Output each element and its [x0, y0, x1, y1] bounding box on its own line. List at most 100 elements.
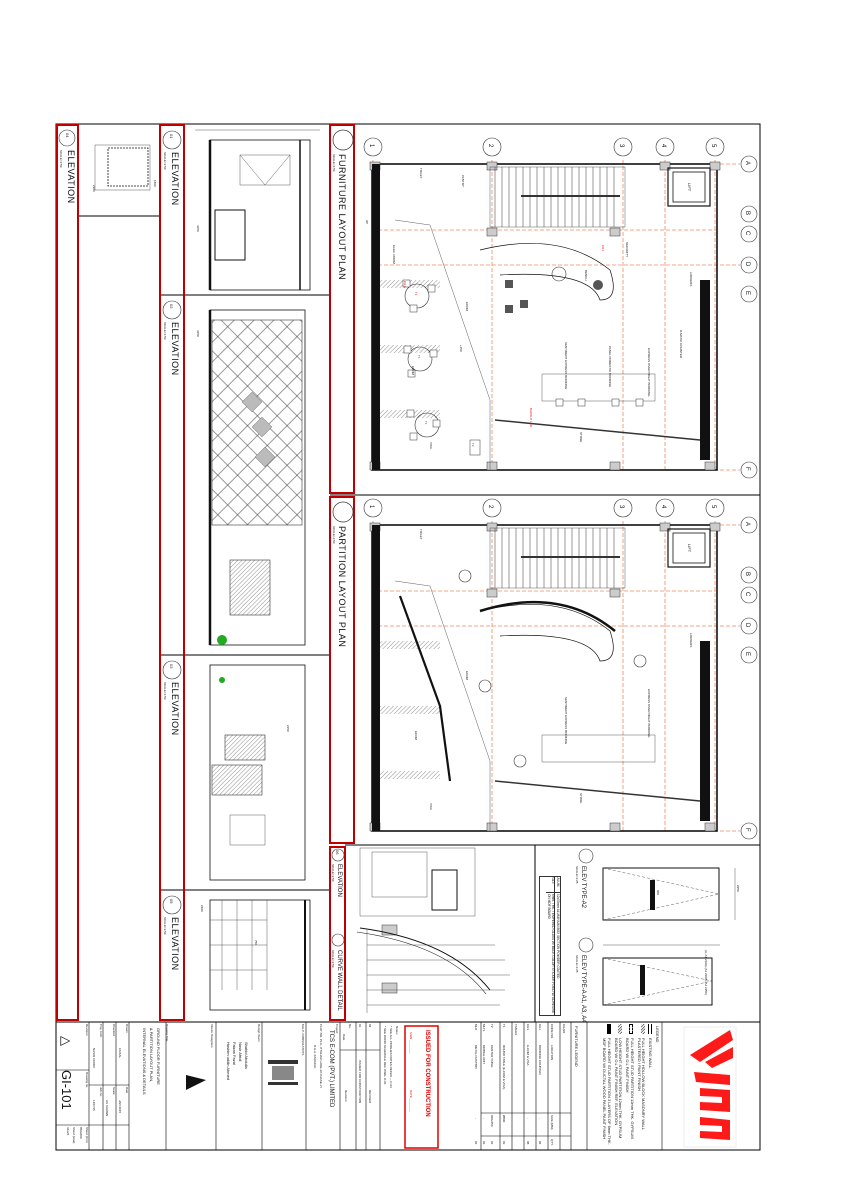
drawing-title: & PARTITION LAYOUT PLAN, — [149, 1028, 154, 1082]
cell: 08 — [526, 1141, 530, 1145]
elevation-05-scale: SCALE=1:50 — [163, 917, 167, 935]
partition-layout-plan: 1 2 3 4 5 A B C D E F TOILET LIFT ECOM E… — [363, 498, 758, 840]
cell: CENTER TABLE — [490, 1045, 494, 1067]
low-partition-swatch-icon — [618, 1024, 623, 1034]
cell: ROUND TABLE (E-COM & VISA) — [502, 1045, 506, 1089]
grid-letter: B — [744, 572, 750, 576]
cell: 06 — [538, 1141, 542, 1145]
furniture-plan-scale: SCALE=1:50 — [332, 154, 336, 172]
grid-number: 4 — [660, 505, 666, 509]
express-label: EXPRESS OVER NIGHT BOOKING — [647, 348, 651, 397]
store-label: STORE — [579, 793, 583, 803]
tag-ch1: CH1 — [601, 245, 605, 251]
sheet-size: 850x600 — [79, 1127, 83, 1139]
mep-consultant-logo — [268, 1060, 298, 1085]
cell: T2 — [490, 1024, 494, 1028]
legend-item-text: EXISTING WALL — [648, 1038, 653, 1069]
drawing-title: INTERNAL ELEVATIONS & DETAILS — [142, 1028, 147, 1095]
revision-no: 02 — [368, 1024, 372, 1028]
dmatic-label: D-MATIC COUNTER — [679, 330, 683, 359]
cell: MLD — [474, 1024, 478, 1031]
stud-partition-swatch-icon — [629, 1024, 634, 1034]
view-number: 06 — [335, 850, 340, 855]
room-label-lift: LIFT — [687, 544, 692, 553]
grid-letter: F — [744, 828, 750, 832]
field-label: Checked — [112, 1024, 116, 1036]
cell: MLT1 — [482, 1024, 486, 1032]
spec-desc: 6mm. THK. TEMPERED GLASS W/ BACK COLOR S… — [546, 894, 555, 1014]
elevation-01-scale: SCALE=1:50 — [163, 152, 167, 170]
spec-row: GL5 6mm. THK. TEMPERED GLASS W/ BACK COL… — [545, 877, 555, 1015]
stamp-sign: SIGN ________ — [409, 1032, 413, 1054]
dim-label: 1800 — [153, 180, 157, 187]
cell: E-COM & VISA — [526, 1045, 530, 1066]
spec-row: ALUM. 12x50mm ALUMINIUM BOX SECTION POWD… — [554, 877, 561, 1015]
cell: 03 — [482, 1141, 486, 1145]
cell: CH3 — [526, 1024, 530, 1030]
elev-type-a2-scale: SCALE=1:25 — [575, 866, 579, 884]
room-label-elec: ELEC. ROOM — [392, 245, 396, 264]
elevation-01-title: ELEVATION — [170, 152, 180, 206]
revision-text: REVISED — [368, 1090, 372, 1104]
panel-label: PANEL DOMESTIC BOOKING — [608, 346, 612, 388]
furniture-legend: FURNITURE LEGEND CHAIR CODE NO. LOCATION… — [474, 1024, 579, 1146]
revision-header: Date — [342, 1034, 346, 1041]
note-item: * SEE DOOR SCHEDULE REF. DWG. D-01 — [383, 1026, 387, 1085]
tables-header: TABLES — [514, 1024, 518, 1035]
grid-letter: F — [744, 467, 750, 471]
cell: BOOKING COUNTER — [538, 1045, 542, 1076]
grid-number: 1 — [368, 144, 374, 148]
elev-type-a-title: ELEV TYPE-A A1, A3, A4 — [580, 955, 586, 1023]
security-label: SECURITY — [625, 242, 629, 257]
revision-text: ISSUED FOR CONSTRUCTION — [358, 1060, 362, 1103]
project-name: TCS E-COM (PVT.) LIMITED — [328, 1030, 334, 1108]
curve-wall-detail — [356, 847, 510, 1013]
cell: 03 — [490, 1141, 494, 1145]
elevation-labels: 01 ELEVATION SCALE=1:50 02 ELEVATION SCA… — [58, 129, 182, 971]
grid-letter: A — [744, 161, 750, 165]
field-label: Scale — [112, 1087, 116, 1095]
dim-label: 600 — [656, 890, 660, 895]
mdf-partition-swatch-icon — [606, 1024, 611, 1034]
tag-t1: T1 — [414, 292, 418, 296]
legend-item: FULL HEIGHT STUD PARTITION 12mm THK. GYP… — [625, 1024, 635, 1148]
express-label: EXPRESS OVER NIGHT BOOKING — [647, 689, 651, 738]
notes-label: Notes: — [395, 1026, 399, 1035]
chair-header: CHAIR — [562, 1024, 566, 1034]
existing-wall-swatch-icon — [647, 1024, 652, 1034]
grid-number: 3 — [618, 505, 624, 509]
furniture-plan-title: FURNITURE LAYOUT PLAN — [337, 154, 347, 280]
elevation-04-scale: SCALE=1:50 — [59, 150, 63, 168]
sentiment-label: SENTIMENT EXPRESS BOOKING — [564, 342, 568, 390]
legend-item-text: FULL HEIGHT HOLLOW BLOCK MASONRY WALL PL… — [636, 1038, 647, 1130]
dim-label: 2400 — [200, 905, 204, 912]
grid-number: 2 — [487, 144, 493, 148]
curve-wall-scale: SCALE=1:50 — [331, 950, 335, 968]
lockers-label: LOCKERS — [689, 272, 693, 286]
date-value: JAN 2015 — [118, 1100, 122, 1114]
partition-plan-scale: SCALE=1:50 — [332, 526, 336, 544]
stamp-date: DATE ________ — [409, 1090, 413, 1112]
grid-letter: D — [744, 623, 750, 628]
cell: CH1 — [538, 1024, 542, 1030]
tag-ch3: CH3 — [403, 281, 407, 287]
curve-wall-title: CURVE WALL DETAIL — [336, 950, 342, 1011]
cell: Ø800 — [502, 1115, 506, 1123]
cell: - — [538, 1118, 542, 1119]
elevation-type-a2: 2250 600 ELEV TYPE-A2 SCALE=1:25 — [575, 848, 740, 921]
grid-letter: C — [744, 231, 750, 236]
cell: - — [482, 1118, 486, 1119]
room-label-toilet: TOILET — [419, 529, 423, 540]
label-strip-bottom — [56, 124, 79, 1021]
cell: 03 — [502, 1141, 506, 1145]
field-label: Proj. Arch. — [99, 1024, 103, 1038]
elevation-01: 4150 — [195, 129, 320, 291]
field-label: Job no. — [99, 1087, 103, 1097]
cell: - — [526, 1118, 530, 1119]
grid-number: 5 — [710, 144, 716, 148]
legend-item: LOW HEIGHT STUD PARTITION 12mm THK. GYPS… — [613, 1024, 623, 1148]
spec-code: GL5 — [545, 877, 555, 893]
label-strip-curve — [329, 846, 346, 1021]
elevation-04: 2100 1800 — [92, 144, 157, 192]
